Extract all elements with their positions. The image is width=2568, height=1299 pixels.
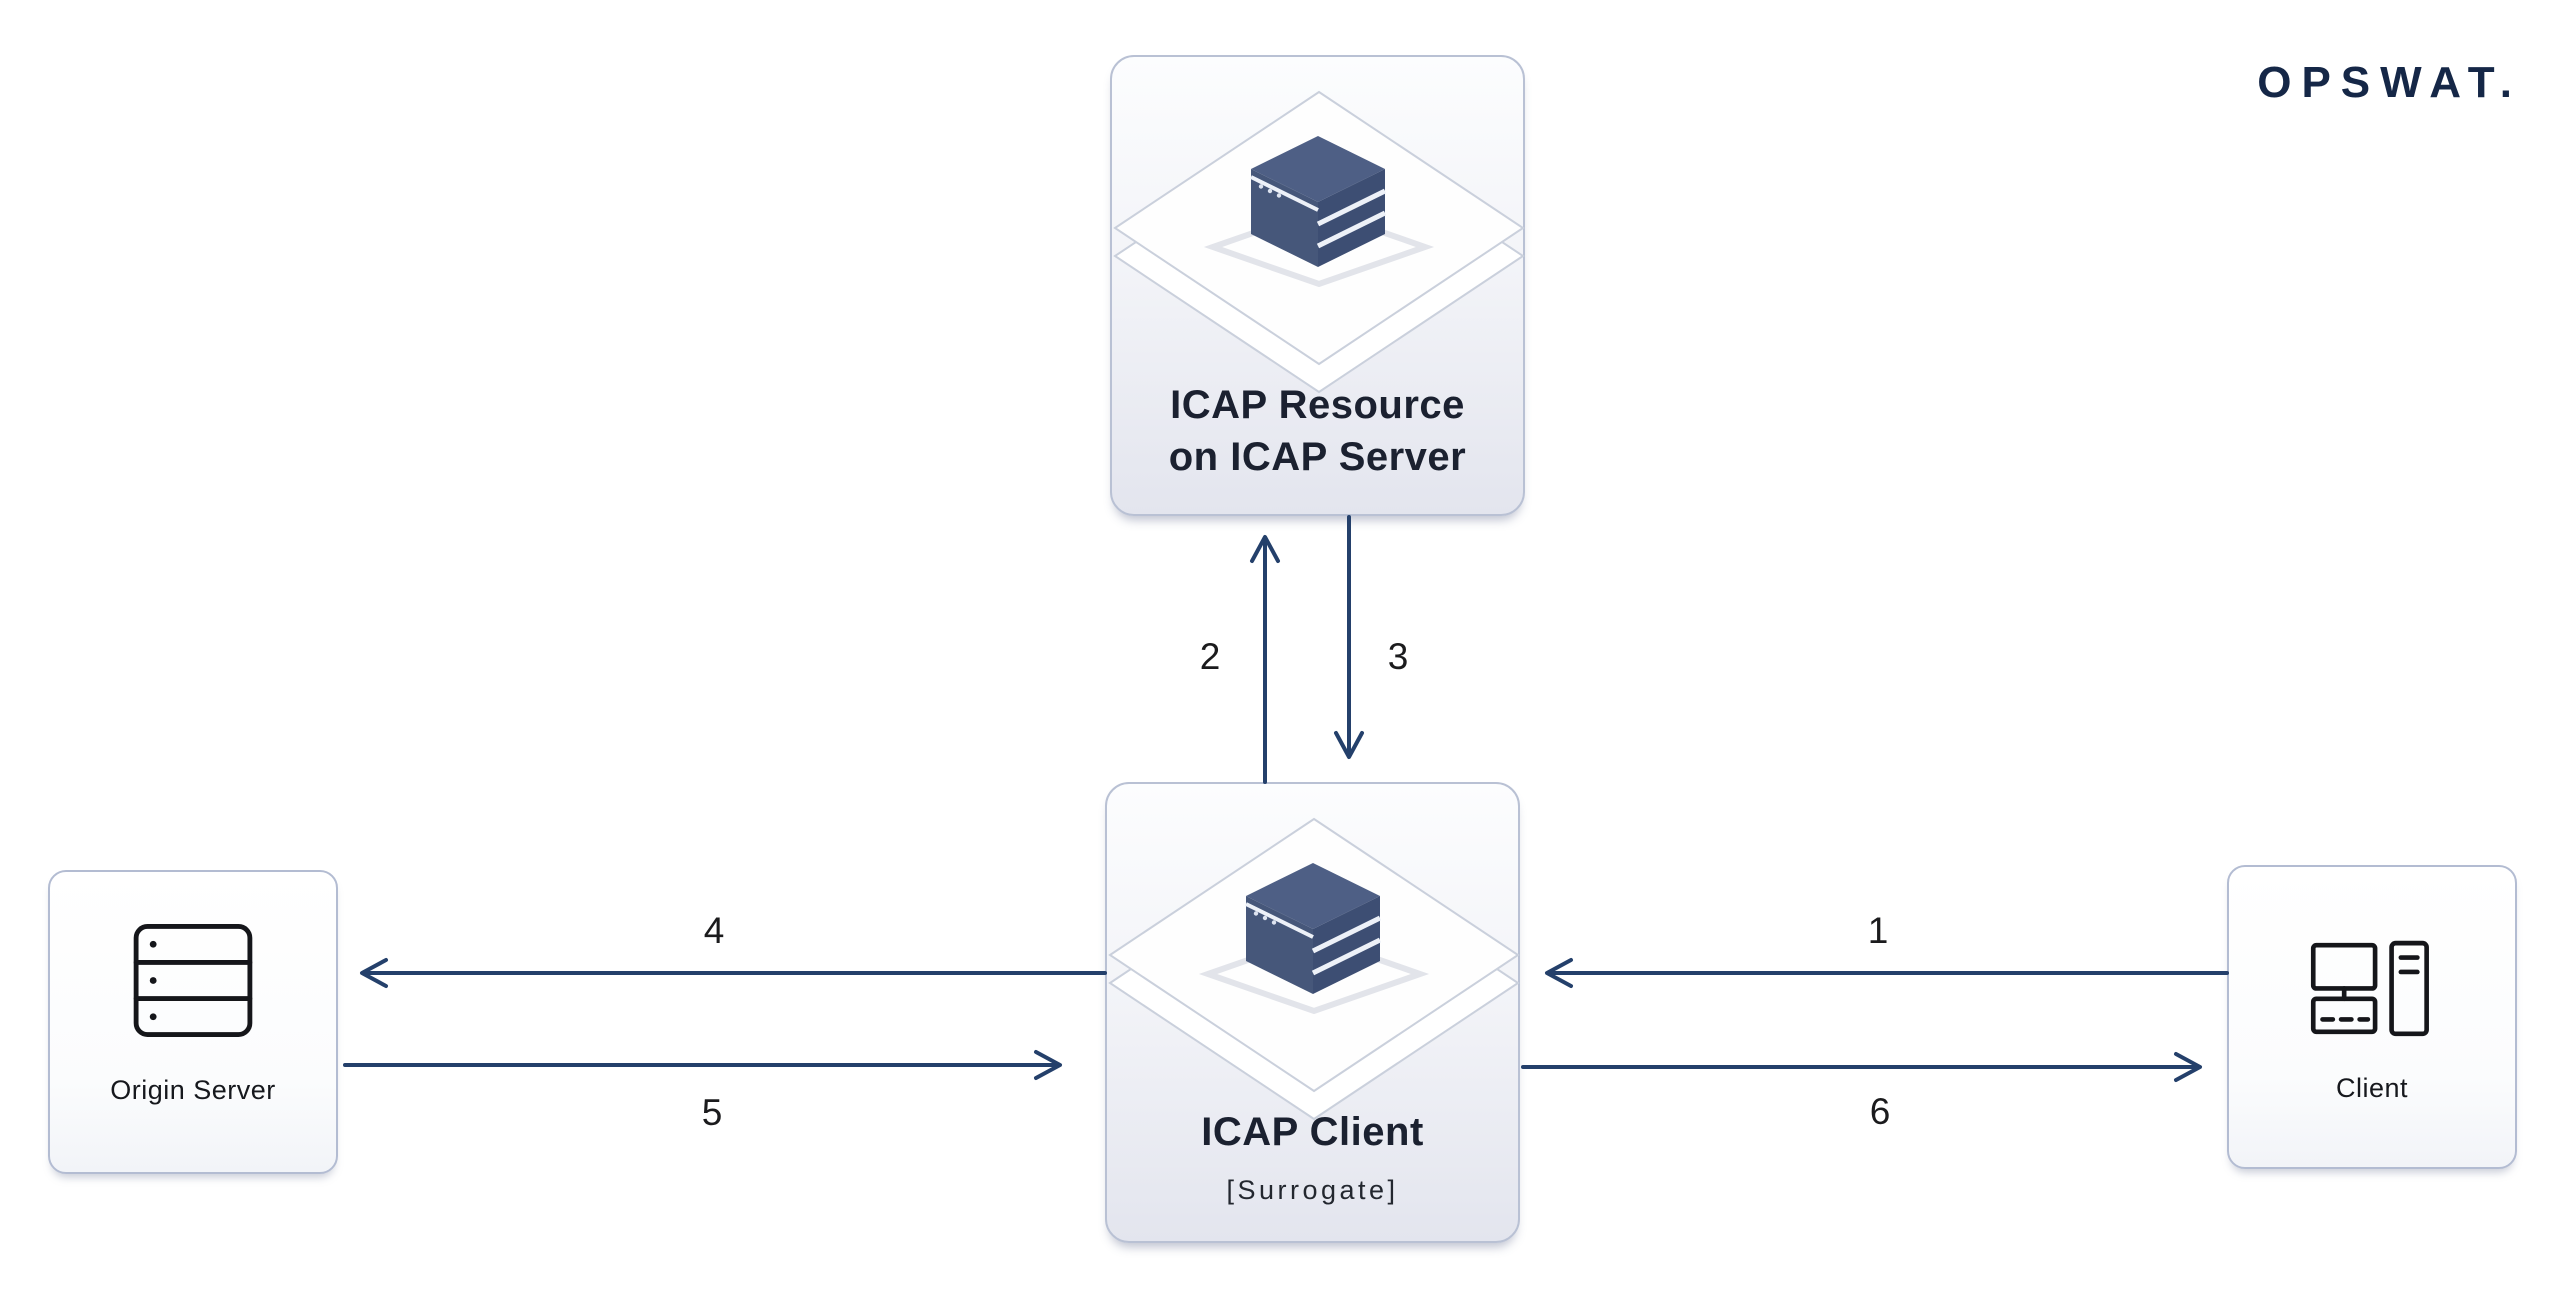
opswat-logo: OPSWAT.	[2257, 58, 2522, 107]
flow-step-6: 6	[1869, 1091, 1891, 1132]
icap-client-title: ICAP Client [Surrogate]	[1107, 1106, 1518, 1216]
icap-server-title-line2: on ICAP Server	[1168, 435, 1467, 479]
icap-server-title: ICAP Resource on ICAP Server	[1112, 379, 1523, 483]
icap-client-title-text: ICAP Client	[1201, 1110, 1424, 1154]
desktop-computer-icon	[2229, 933, 2515, 1050]
node-origin-server: Origin Server	[48, 870, 338, 1174]
icap-client-subtitle: [Surrogate]	[1226, 1175, 1399, 1205]
arrow-2-icap-client-to-icap-server	[1250, 535, 1280, 784]
node-icap-server: ICAP Resource on ICAP Server	[1110, 55, 1525, 516]
server-rack-icon	[50, 919, 336, 1047]
arrow-4-icap-client-to-origin-server	[360, 958, 1107, 988]
icap-server-title-line1: ICAP Resource	[1170, 383, 1465, 427]
flow-step-1: 1	[1867, 910, 1889, 951]
flow-step-5: 5	[701, 1092, 723, 1133]
arrow-1-client-to-icap-client	[1545, 958, 2229, 988]
node-icap-client: ICAP Client [Surrogate]	[1105, 782, 1520, 1243]
arrow-3-icap-server-to-icap-client	[1334, 515, 1364, 759]
arrow-6-icap-client-to-client	[1521, 1052, 2202, 1082]
node-client: Client	[2227, 865, 2517, 1169]
origin-server-label: Origin Server	[110, 1075, 276, 1105]
client-label: Client	[2335, 1073, 2409, 1103]
flow-step-3: 3	[1387, 636, 1409, 677]
flow-step-4: 4	[703, 910, 725, 951]
arrow-5-origin-server-to-icap-client	[343, 1050, 1062, 1080]
flow-step-2: 2	[1199, 636, 1221, 677]
